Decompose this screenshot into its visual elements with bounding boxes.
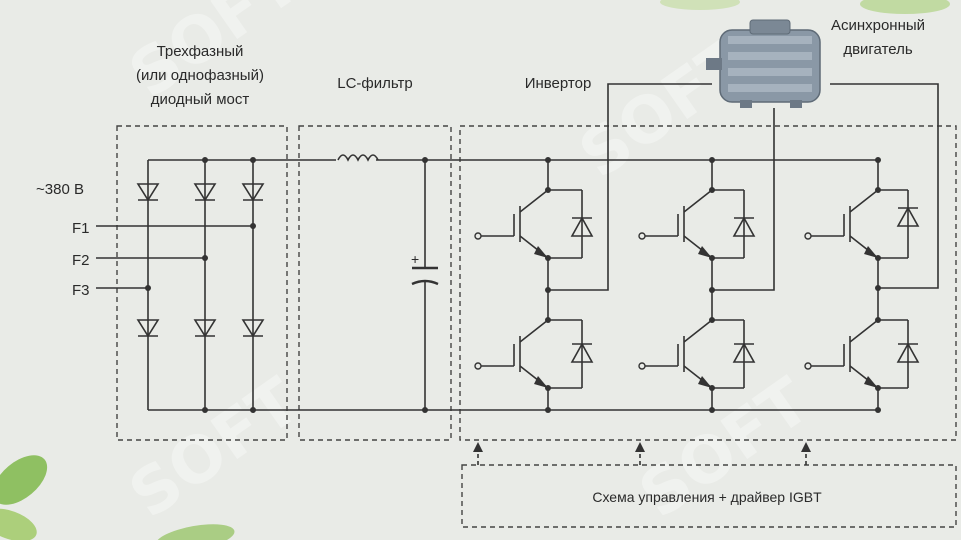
- diode-icon: [896, 342, 920, 363]
- control-label: Схема управления + драйвер IGBT: [592, 489, 822, 505]
- bridge-title-line1: Трехфазный: [157, 43, 244, 60]
- diode-icon: [570, 216, 594, 237]
- igbt-icon: [474, 189, 549, 259]
- igbt-icon: [638, 319, 713, 389]
- lc-filter: +: [336, 150, 439, 413]
- diode-icon: [732, 216, 756, 237]
- voltage-label: ~380 В: [36, 181, 84, 198]
- inverter-leg-3: [804, 83, 939, 413]
- diode-icon: [193, 183, 217, 202]
- inverter-title: Инвертор: [525, 75, 592, 92]
- diode-icon: [570, 342, 594, 363]
- phase-f2-label: F2: [72, 252, 90, 269]
- control-box: [461, 464, 957, 528]
- igbt-icon: [804, 319, 879, 389]
- svg-text:SOFT: SOFT: [627, 365, 824, 534]
- igbt-icon: [804, 189, 879, 259]
- diode-icon: [732, 342, 756, 363]
- diode-bridge: [96, 157, 265, 413]
- lc-filter-box: [298, 125, 452, 441]
- inductor-icon: [336, 150, 379, 162]
- bridge-title-line2: (или однофазный): [136, 67, 264, 84]
- diode-bridge-box: [116, 125, 288, 441]
- diode-icon: [241, 319, 265, 338]
- diode-icon: [136, 319, 160, 338]
- inverter-leg-1: [474, 83, 712, 413]
- lc-filter-title: LC-фильтр: [337, 75, 413, 92]
- capacitor-icon: [411, 266, 439, 286]
- motor-title-line1: Асинхронный: [831, 17, 925, 34]
- diode-icon: [193, 319, 217, 338]
- phase-f1-label: F1: [72, 220, 90, 237]
- inverter-box: [459, 125, 957, 441]
- svg-text:SOFT: SOFT: [117, 365, 314, 534]
- diode-icon: [241, 183, 265, 202]
- inverter-leg-2: [638, 108, 775, 413]
- motor-title-line2: двигатель: [843, 41, 913, 58]
- diode-icon: [896, 206, 920, 227]
- control-arrows: [473, 442, 811, 465]
- capacitor-plus: +: [411, 251, 419, 267]
- phase-f3-label: F3: [72, 282, 90, 299]
- igbt-icon: [638, 189, 713, 259]
- diode-icon: [136, 183, 160, 202]
- igbt-icon: [474, 319, 549, 389]
- bridge-title-line3: диодный мост: [151, 91, 250, 108]
- motor-icon: [706, 19, 821, 108]
